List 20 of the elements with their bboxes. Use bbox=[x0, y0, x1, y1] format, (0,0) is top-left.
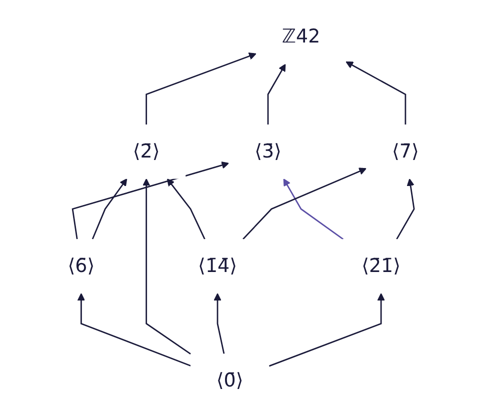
arrow bbox=[213, 293, 224, 354]
arrow bbox=[242, 168, 366, 240]
node-text: ⟨6̄⟩ bbox=[67, 256, 94, 278]
arrow bbox=[92, 178, 127, 240]
arrow bbox=[345, 61, 406, 125]
node-text: ⟨7̄⟩ bbox=[392, 140, 419, 162]
node-text: ⟨3̄⟩ bbox=[254, 140, 282, 162]
node-text: ℤ42 bbox=[282, 26, 320, 48]
arrow bbox=[268, 293, 385, 367]
arrow bbox=[267, 64, 286, 125]
node-text: ⟨0̄⟩ bbox=[216, 370, 243, 392]
arrow bbox=[71, 161, 229, 240]
arrow bbox=[282, 178, 344, 240]
arrow bbox=[166, 178, 206, 240]
arrow bbox=[142, 178, 191, 355]
node-text: ⟨1̄4̄⟩ bbox=[198, 256, 237, 278]
arrow bbox=[77, 293, 190, 366]
arrow bbox=[396, 178, 414, 240]
node-text: ⟨2̄1̄⟩ bbox=[361, 256, 400, 278]
arrow bbox=[145, 52, 256, 125]
